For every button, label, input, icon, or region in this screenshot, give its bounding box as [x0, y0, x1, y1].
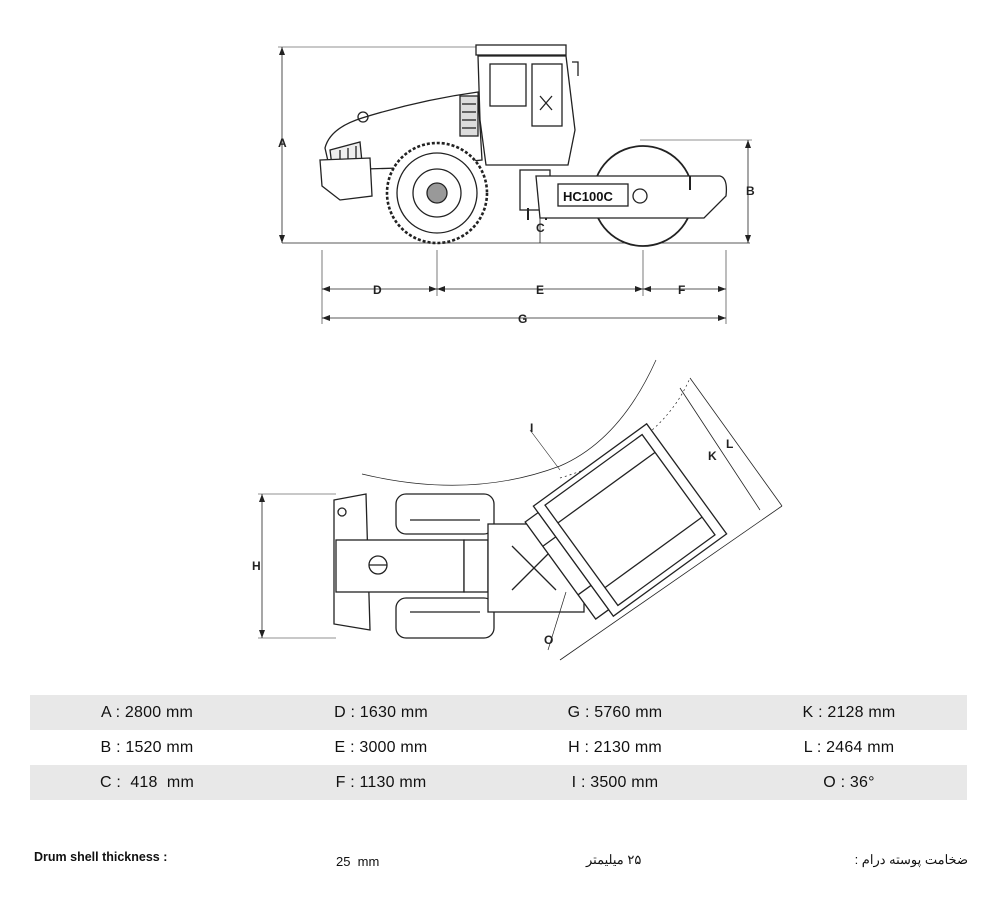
- spec-a: A : 2800 mm: [100, 703, 194, 721]
- spec-k: K : 2128 mm: [802, 703, 896, 721]
- model-label: HC100C: [563, 189, 613, 204]
- dim-letter-b: B: [746, 184, 755, 198]
- spec-l: L : 2464 mm: [803, 738, 895, 756]
- dim-letter-h: H: [252, 559, 261, 573]
- spec-d: D : 1630 mm: [334, 703, 428, 721]
- spec-h: H : 2130 mm: [568, 738, 662, 756]
- spec-g: G : 5760 mm: [567, 703, 663, 721]
- drum-thickness-value: 25 mm: [336, 854, 380, 869]
- spec-e: E : 3000 mm: [334, 738, 428, 756]
- drum-thickness-value-fa: ۲۵ میلیمتر: [586, 852, 642, 867]
- dim-letter-o: O: [544, 633, 553, 647]
- spec-f: F : 1130 mm: [335, 773, 427, 791]
- spec-table: A : 2800 mm D : 1630 mm G : 5760 mm K : …: [30, 695, 967, 800]
- spec-b: B : 1520 mm: [100, 738, 194, 756]
- spec-o: O : 36°: [823, 773, 875, 791]
- dim-letter-a: A: [278, 136, 287, 150]
- spec-row-3: C : 418 mm F : 1130 mm I : 3500 mm O : 3…: [30, 765, 967, 800]
- dim-letter-g: G: [518, 312, 527, 326]
- spec-row-2: B : 1520 mm E : 3000 mm H : 2130 mm L : …: [30, 730, 967, 765]
- roller-schematic: HC100C A B C D E F G H I K L O: [252, 44, 783, 661]
- side-view: [278, 44, 752, 324]
- dim-letter-e: E: [536, 283, 544, 297]
- drum-thickness-label-fa: ضخامت پوسته درام :: [854, 852, 968, 867]
- dim-letter-c: C: [536, 221, 545, 235]
- drum-thickness-footer: Drum shell thickness : 25 mm ۲۵ میلیمتر …: [0, 846, 982, 876]
- dim-letter-f: F: [678, 283, 685, 297]
- spec-row-1: A : 2800 mm D : 1630 mm G : 5760 mm K : …: [30, 695, 967, 730]
- top-view: [258, 359, 783, 661]
- dim-letter-k: K: [708, 449, 717, 463]
- spec-c: C : 418 mm: [100, 773, 194, 791]
- dim-letter-d: D: [373, 283, 382, 297]
- dim-letter-l: L: [726, 437, 733, 451]
- technical-drawing: HC100C A B C D E F G H I K L O: [252, 44, 783, 661]
- drum-thickness-label: Drum shell thickness :: [34, 850, 168, 864]
- dim-letter-i: I: [530, 421, 533, 435]
- spec-i: I : 3500 mm: [571, 773, 659, 791]
